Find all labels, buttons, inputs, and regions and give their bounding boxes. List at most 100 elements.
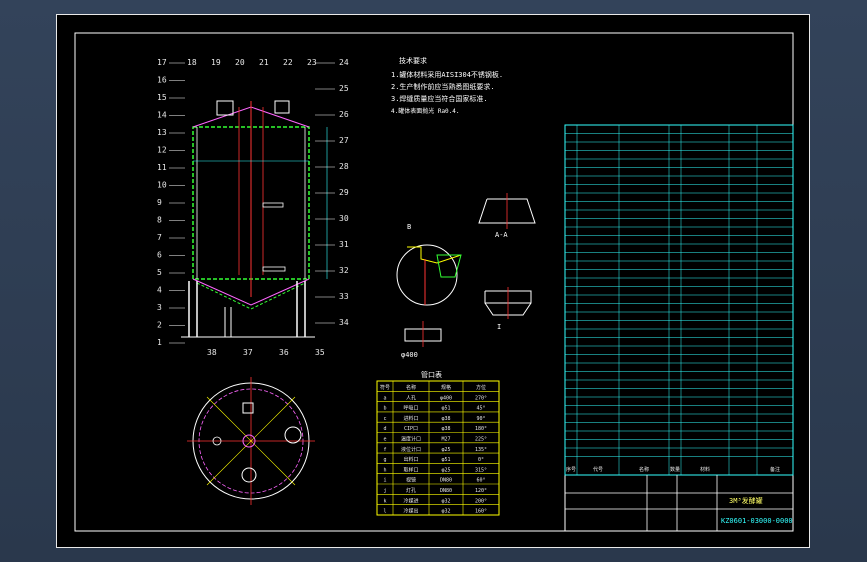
nozzle-cell: e <box>383 437 386 443</box>
motor-left <box>216 100 234 116</box>
motor-right <box>274 100 290 114</box>
nozzle-cell: 60° <box>476 478 485 484</box>
nozzle-cell: 人孔 <box>406 394 416 401</box>
callout-9: 9 <box>157 198 162 207</box>
callout-30: 30 <box>339 214 349 223</box>
callout-2: 2 <box>157 321 162 330</box>
callout-5: 5 <box>157 268 162 277</box>
callout-12: 12 <box>157 146 167 155</box>
nozzle-cell: 90° <box>476 416 485 422</box>
bom-header-3: 数量 <box>670 466 680 473</box>
callout-21: 21 <box>259 58 269 67</box>
drawing-code: KZ0601-03000-0000 <box>721 517 793 525</box>
callout-35: 35 <box>315 348 325 357</box>
nozzle-cell: d <box>383 426 386 432</box>
detail-views: A-A B I φ400 <box>396 193 536 359</box>
nozzle-table-title: 管口表 <box>421 370 442 379</box>
nozzle-cell: b <box>383 406 386 412</box>
callout-18: 18 <box>187 58 197 67</box>
nozzle-cell: a <box>383 395 386 401</box>
nozzle-cell: 160° <box>475 509 487 515</box>
nozzle-cell: c <box>383 416 386 422</box>
nozzle-cell: k <box>383 498 386 504</box>
vessel-elevation <box>181 100 328 338</box>
bill-of-materials: 序号代号名称数量材料备注 <box>564 124 794 476</box>
bom-header-4: 材料 <box>700 466 710 473</box>
nozzle-cell: 180° <box>475 426 487 432</box>
nozzle-cell: h <box>383 467 386 473</box>
nozzle-cell: 0° <box>478 457 484 463</box>
nozzle-header-0: 符号 <box>380 384 390 391</box>
svg-text:B: B <box>407 223 411 231</box>
callout-23: 23 <box>307 58 317 67</box>
svg-text:I: I <box>497 323 501 331</box>
nozzle-cell: φ32 <box>441 498 450 504</box>
nozzle-cell: 225° <box>475 437 487 443</box>
callout-33: 33 <box>339 292 349 301</box>
callout-27: 27 <box>339 136 349 145</box>
nozzle-cell: M27 <box>441 437 450 443</box>
nozzle-cell: 冷媒进 <box>403 497 418 504</box>
nozzle-cell: 进料口 <box>403 415 418 422</box>
callout-31: 31 <box>339 240 349 249</box>
nozzle-cell: φ38 <box>441 416 450 422</box>
nozzle-cell: 120° <box>475 488 487 494</box>
callout-34: 34 <box>339 318 349 327</box>
callout-7: 7 <box>157 233 162 242</box>
nozzle-cell: j <box>383 488 386 494</box>
callout-6: 6 <box>157 251 162 260</box>
nozzle-cell: φ32 <box>441 509 450 515</box>
notes-title: 技术要求 <box>399 56 427 65</box>
callout-10: 10 <box>157 181 167 190</box>
callout-26: 26 <box>339 110 349 119</box>
bom-header-5: 备注 <box>770 466 780 473</box>
callout-24: 24 <box>339 58 349 67</box>
callout-3: 3 <box>157 303 162 312</box>
callout-1: 1 <box>157 338 162 347</box>
nozzle-cell: 视镜 <box>406 477 416 484</box>
nozzle-cell: φ51 <box>441 457 450 463</box>
nozzle-header-2: 规格 <box>441 384 451 391</box>
callout-8: 8 <box>157 216 162 225</box>
callout-25: 25 <box>339 84 349 93</box>
callout-20: 20 <box>235 58 245 67</box>
nozzle-cell: 冷媒出 <box>403 508 418 515</box>
callout-38: 38 <box>207 348 217 357</box>
vessel-plan-view <box>187 377 315 505</box>
note-2: 2.生产制作前应当熟悉图纸要求. <box>391 82 495 91</box>
nozzle-cell: 取样口 <box>403 466 418 473</box>
callout-17: 17 <box>157 58 167 67</box>
nozzle-cell: 呼吸口 <box>403 405 418 412</box>
nozzle-cell: 灯孔 <box>406 487 416 494</box>
nozzle-cell: 200° <box>475 498 487 504</box>
nozzle-cell: g <box>383 457 386 463</box>
drawing-name: 3M³发酵罐 <box>729 496 763 505</box>
nozzle-cell: φ51 <box>441 406 450 412</box>
callout-36: 36 <box>279 348 289 357</box>
nozzle-cell: 270° <box>475 395 487 401</box>
svg-text:φ400: φ400 <box>401 351 418 359</box>
svg-text:A-A: A-A <box>495 231 508 239</box>
nozzle-cell: 315° <box>475 467 487 473</box>
nozzle-cell: 液位计口 <box>401 446 421 453</box>
nozzle-cell: DN80 <box>440 488 452 494</box>
callout-11: 11 <box>157 163 167 172</box>
note-3: 3.焊缝质量应当符合国家标准. <box>391 94 488 103</box>
callout-4: 4 <box>157 286 162 295</box>
callout-15: 15 <box>157 93 167 102</box>
nozzle-cell: 135° <box>475 447 487 453</box>
note-1: 1.罐体材料采用AISI304不锈钢板. <box>391 70 503 79</box>
note-4: 4.罐体表面抛光 Ra0.4. <box>391 107 460 115</box>
callout-14: 14 <box>157 111 167 120</box>
nozzle-cell: φ25 <box>441 447 450 453</box>
callout-37: 37 <box>243 348 253 357</box>
nozzle-cell: 45° <box>476 406 485 412</box>
bom-header-0: 序号 <box>566 466 576 473</box>
callout-22: 22 <box>283 58 293 67</box>
nozzle-cell: l <box>383 509 386 515</box>
